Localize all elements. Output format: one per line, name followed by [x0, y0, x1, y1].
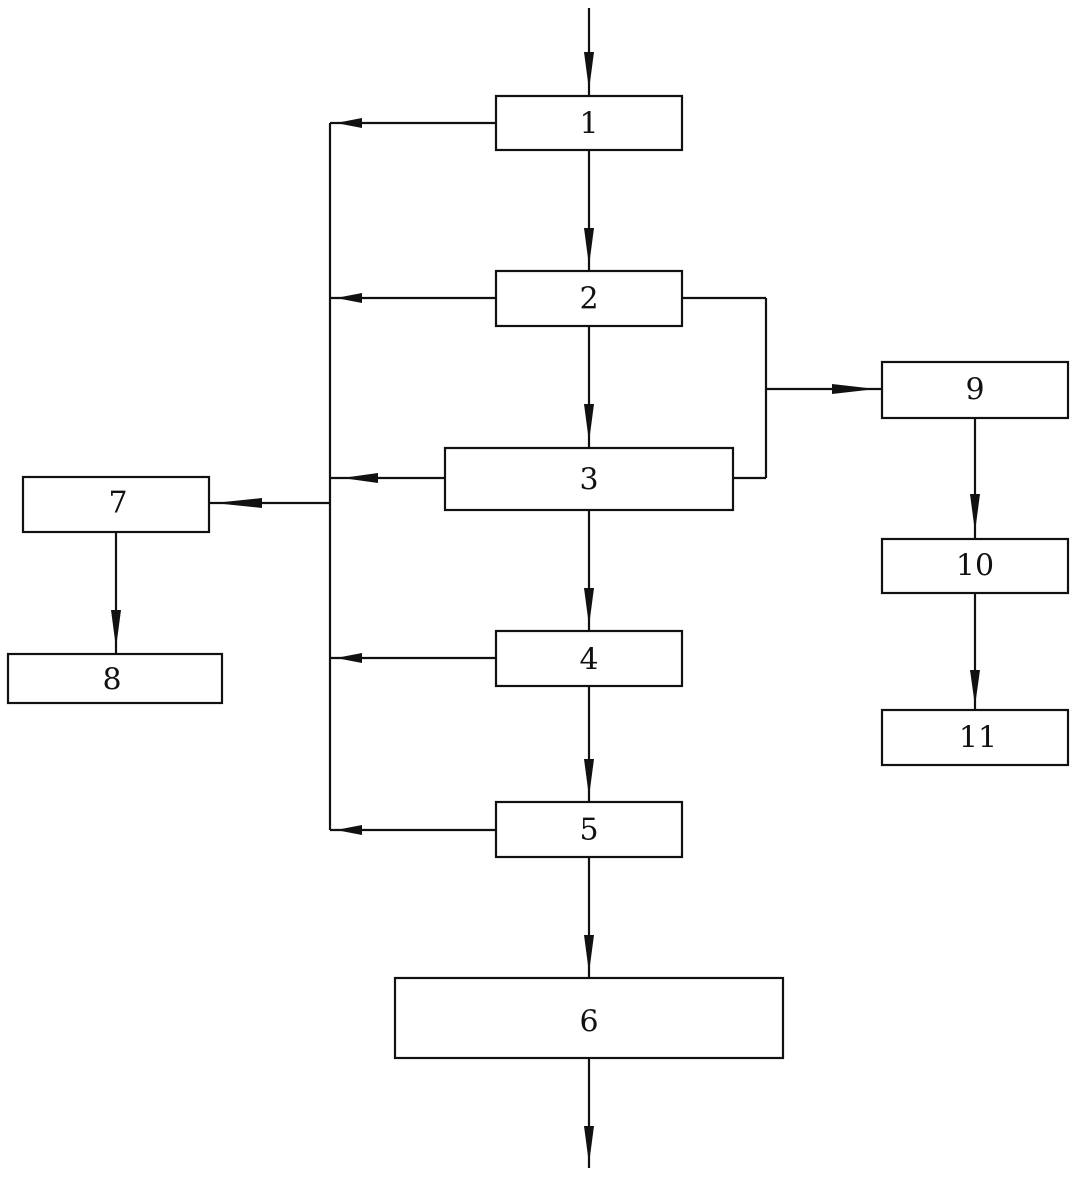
arrow-down-into-1: [584, 52, 594, 90]
arrowheads: [111, 52, 980, 1164]
arrow-down-into-3: [584, 404, 594, 442]
box-11-label: 11: [959, 721, 997, 756]
arrow-down-into-5: [584, 759, 594, 797]
box-10-label: 10: [956, 549, 994, 584]
box-8-label: 8: [102, 663, 121, 698]
arrow-down-into-4: [584, 588, 594, 626]
box-3-label: 3: [579, 463, 598, 498]
arrow-right-into-9: [832, 384, 876, 394]
arrow-down-into-8: [111, 610, 121, 648]
box-1-label: 1: [579, 107, 598, 142]
box-7-label: 7: [108, 486, 127, 521]
arrow-down-into-2: [584, 228, 594, 266]
arrow-down-into-6: [584, 935, 594, 973]
box-5: 5: [494, 800, 684, 859]
box-11: 11: [880, 708, 1070, 767]
arrow-left-from-3: [342, 473, 378, 483]
box-7: 7: [21, 475, 211, 534]
arrow-down-output: [584, 1126, 594, 1164]
arrow-left-from-2: [336, 293, 362, 303]
arrow-left-from-4: [336, 653, 362, 663]
box-9-label: 9: [965, 373, 984, 408]
arrow-left-into-7: [214, 498, 262, 508]
box-6-label: 6: [579, 1005, 598, 1040]
arrow-left-from-1: [336, 118, 362, 128]
arrow-down-into-11: [970, 670, 980, 706]
box-2: 2: [494, 269, 684, 328]
box-6: 6: [393, 976, 785, 1060]
box-9: 9: [880, 360, 1070, 420]
arrow-down-into-10: [970, 494, 980, 532]
box-4: 4: [494, 629, 684, 688]
arrow-left-from-5: [336, 825, 362, 835]
box-10: 10: [880, 537, 1070, 595]
box-8: 8: [6, 652, 224, 705]
box-1: 1: [494, 94, 684, 152]
box-5-label: 5: [579, 813, 598, 848]
box-3: 3: [443, 446, 735, 512]
box-2-label: 2: [579, 282, 598, 317]
box-4-label: 4: [579, 643, 598, 678]
